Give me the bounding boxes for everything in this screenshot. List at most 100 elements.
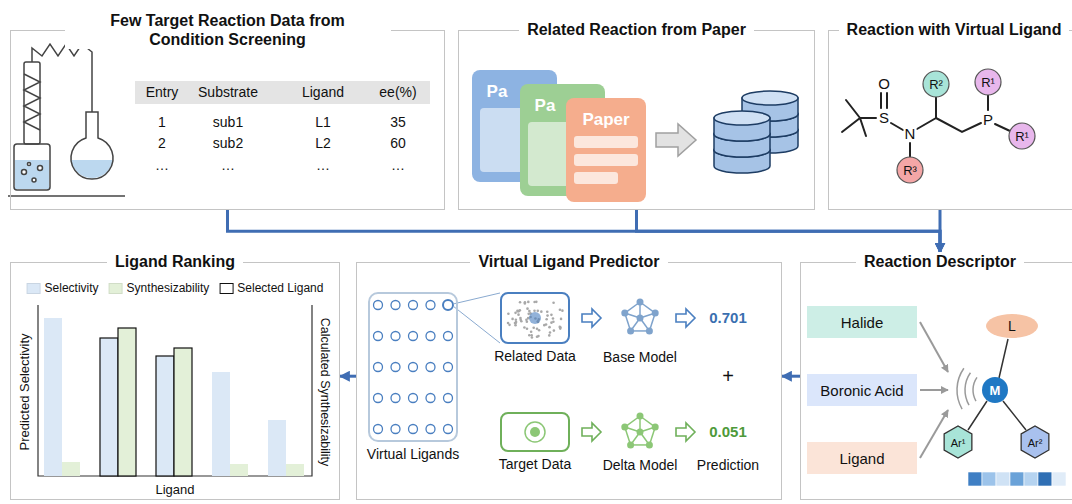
label-holder: S <box>878 109 890 127</box>
ligand-grid <box>426 425 435 434</box>
label-holder: Pa <box>535 96 556 116</box>
molecule-bonds <box>842 100 876 136</box>
input-box: Boronic Acid <box>807 374 917 406</box>
flow-arrow <box>340 375 356 378</box>
legend-swatch <box>109 283 123 294</box>
related-data-scatter <box>560 318 563 321</box>
molecule-bonds <box>917 97 936 129</box>
model-label: Ar¹ <box>951 437 966 449</box>
related-data-scatter <box>515 321 518 324</box>
panel-frame <box>828 30 1072 210</box>
label-holder: Entry <box>146 83 179 101</box>
ligand-grid <box>374 425 383 434</box>
label-holder: Paper <box>582 110 629 130</box>
related-data-scatter <box>546 310 549 313</box>
aryl-hexagon <box>944 426 972 458</box>
hollow-arrow <box>656 124 696 156</box>
descriptor-vector <box>1010 472 1024 486</box>
target-data-dot <box>530 427 540 437</box>
descriptor-vector <box>968 472 1066 486</box>
related-data-scatter <box>559 308 562 311</box>
chart-bars <box>100 338 118 476</box>
chart-bars <box>62 462 80 476</box>
label-holder: 0.051 <box>709 423 747 441</box>
label-holder: N <box>904 125 917 143</box>
table-cell: … <box>391 157 405 173</box>
label-holder: R¹ <box>981 73 995 91</box>
related-data-scatter <box>507 301 564 339</box>
model-label: Base Model <box>603 349 677 365</box>
panel-title: Virtual Ligand Predictor <box>470 252 667 271</box>
panel-title: Ligand Ranking <box>107 252 243 271</box>
model-icon <box>652 310 659 317</box>
substituent-circles <box>975 69 1001 95</box>
label-holder: L2 <box>315 134 331 152</box>
ligand-grid <box>409 301 418 310</box>
descriptor-vector <box>1024 472 1038 486</box>
molecule-bonds <box>987 95 989 112</box>
label-holder: L <box>1008 317 1016 335</box>
molecule-bonds <box>842 93 1010 157</box>
input-box: Ligand <box>807 442 917 474</box>
chart-bars <box>286 464 304 476</box>
related-data-scatter <box>540 310 543 313</box>
label-holder: Base Model <box>603 348 677 366</box>
molecule-bonds <box>881 93 887 109</box>
ligand-grid <box>426 363 435 372</box>
ligand-grid <box>444 425 453 434</box>
related-data-scatter <box>507 312 510 315</box>
label-holder: sub1 <box>213 113 243 131</box>
ligand-grid <box>426 332 435 341</box>
related-data-scatter <box>545 318 548 321</box>
zoom-lines <box>453 293 500 343</box>
data-frame <box>500 412 570 452</box>
table-cell: Entry <box>146 84 179 100</box>
target-data-dot <box>525 422 545 442</box>
paper-icons <box>574 154 638 166</box>
chart-bars <box>156 356 174 476</box>
table-cell: 60 <box>390 135 406 151</box>
label-holder: Ar² <box>1028 433 1043 451</box>
ligand-grid <box>374 301 383 310</box>
model-label: Prediction <box>697 457 759 473</box>
ligand-grid-box: Virtual Ligands <box>367 292 459 462</box>
model-icon <box>621 424 628 431</box>
data-box: Related Data <box>494 292 576 364</box>
table-cell: … <box>316 157 330 173</box>
lab-apparatus <box>24 62 40 144</box>
related-data-scatter <box>549 331 552 334</box>
table-header-band <box>135 81 430 104</box>
lab-apparatus <box>8 44 125 196</box>
fingerprint-arcs <box>973 377 977 401</box>
related-data-scatter <box>548 326 551 329</box>
related-data-scatter <box>533 301 536 304</box>
label-holder: Ligand <box>302 83 344 101</box>
lab-apparatus <box>71 160 113 178</box>
label-holder: Calculated Synthesizability <box>317 318 335 467</box>
related-data-scatter <box>530 330 533 333</box>
ligand-grid <box>374 300 454 434</box>
related-data-scatter <box>546 314 549 317</box>
aryl-hexagon <box>944 426 1049 458</box>
model-icon <box>652 424 659 431</box>
related-data-scatter <box>548 334 551 337</box>
input-box: Halide <box>807 306 917 338</box>
flow-arrow <box>782 375 800 378</box>
legend-item: Synthesizability <box>109 281 210 295</box>
model-icon <box>621 310 628 317</box>
label-holder: … <box>316 156 330 174</box>
ligand-grid <box>391 363 400 372</box>
related-data-scatter <box>526 320 529 323</box>
related-data-scatter <box>526 307 529 310</box>
paper-icons <box>574 172 618 184</box>
metal-complex <box>982 377 1008 403</box>
label-holder: … <box>391 156 405 174</box>
label-holder: … <box>155 156 169 174</box>
box-label: Halide <box>841 314 884 331</box>
related-data-scatter <box>516 310 519 313</box>
ligand-grid <box>409 332 418 341</box>
paper-icons <box>566 98 646 202</box>
table-cell: 2 <box>158 135 166 151</box>
chart-bars <box>118 328 136 476</box>
atom-label: R¹ <box>1015 129 1029 144</box>
